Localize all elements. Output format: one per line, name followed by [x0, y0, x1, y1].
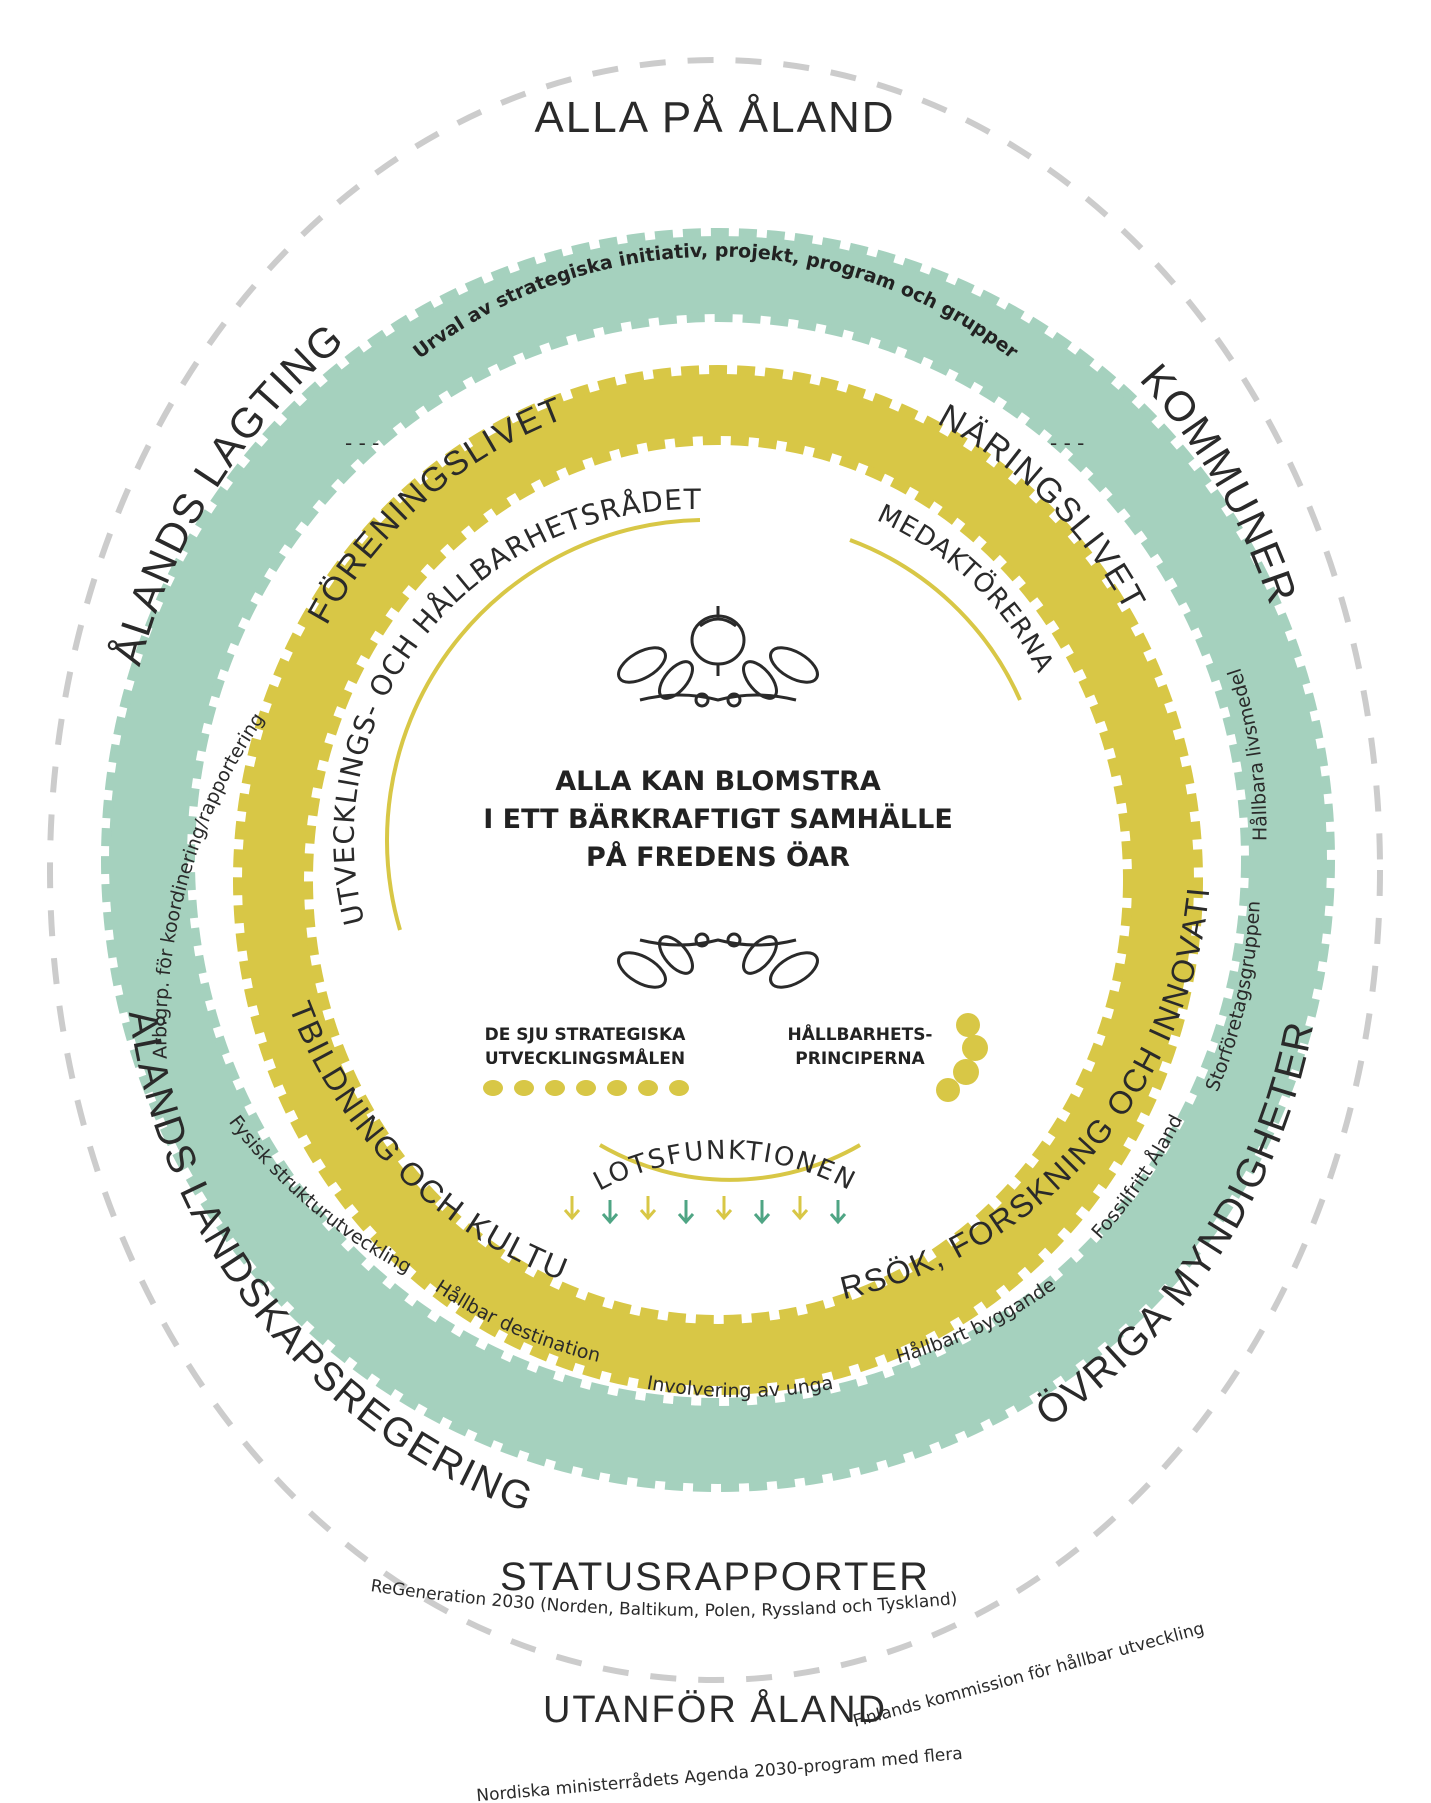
down-arrow-icon: [753, 1200, 771, 1225]
laurel-top-icon: [617, 646, 819, 708]
down-arrow-icon: [715, 1196, 733, 1221]
yellow-ring-edge-outer: [233, 365, 1203, 1395]
outside-item-finland: Finlands kommission för hållbar utveckli…: [851, 1618, 1207, 1732]
outside-item-nordic: Nordiska ministerrådets Agenda 2030-prog…: [476, 1743, 964, 1803]
goal-dot: [669, 1080, 689, 1096]
green-ring-edge-inner: [185, 312, 1251, 1408]
goal-dot: [483, 1080, 503, 1096]
lots-arc: [599, 1143, 861, 1182]
council-arc: [385, 518, 701, 931]
goal-dot: [514, 1080, 534, 1096]
goal-dot: [638, 1080, 658, 1096]
vision-line-1: ALLA KAN BLOMSTRA: [555, 766, 881, 797]
yellow-ring-edge-inner: [303, 435, 1133, 1325]
lots-arrows: [563, 1196, 847, 1225]
acorn-icon: [690, 606, 746, 676]
down-arrow-icon: [829, 1200, 847, 1225]
dash-right: - - -: [1050, 431, 1084, 455]
goals-line-1: DE SJU STRATEGISKA: [485, 1025, 687, 1045]
goal-dot: [607, 1080, 627, 1096]
laurel-bottom-icon: [617, 932, 819, 989]
down-arrow-icon: [677, 1200, 695, 1225]
vision-line-3: PÅ FREDENS ÖAR: [586, 840, 850, 873]
down-arrow-icon: [791, 1196, 809, 1221]
goal-dot: [576, 1080, 596, 1096]
down-arrow-icon: [601, 1200, 619, 1225]
goals-dots: [483, 1080, 689, 1096]
yellow-ring: [242, 374, 1194, 1386]
down-arrow-icon: [563, 1196, 581, 1221]
outer-dashed-ring: [47, 57, 1383, 1683]
green-ring: [109, 236, 1327, 1484]
principles-line-2: PRINCIPERNA: [795, 1049, 925, 1069]
principles-leaf-icon: [936, 1013, 988, 1102]
statusrapporter-label: STATUSRAPPORTER: [500, 1555, 930, 1599]
lotsfunktionen-label: LOTSFUNKTIONEN: [589, 1136, 861, 1198]
vision-line-2: I ETT BÄRKRAFTIGT SAMHÄLLE: [483, 803, 953, 835]
down-arrow-icon: [639, 1196, 657, 1221]
utanfor-aland-label: UTANFÖR ÅLAND: [543, 1687, 887, 1731]
goal-dot: [545, 1080, 565, 1096]
green-ring-edge-outer: [101, 228, 1335, 1492]
dash-left: - - -: [345, 431, 379, 455]
medaktorer-arc: [849, 538, 1022, 701]
goals-line-2: UTVECKLINGSMÅLEN: [485, 1046, 685, 1069]
principles-line-1: HÅLLBARHETS-: [788, 1022, 933, 1045]
alla-pa-aland-label: ALLA PÅ ÅLAND: [534, 93, 895, 142]
